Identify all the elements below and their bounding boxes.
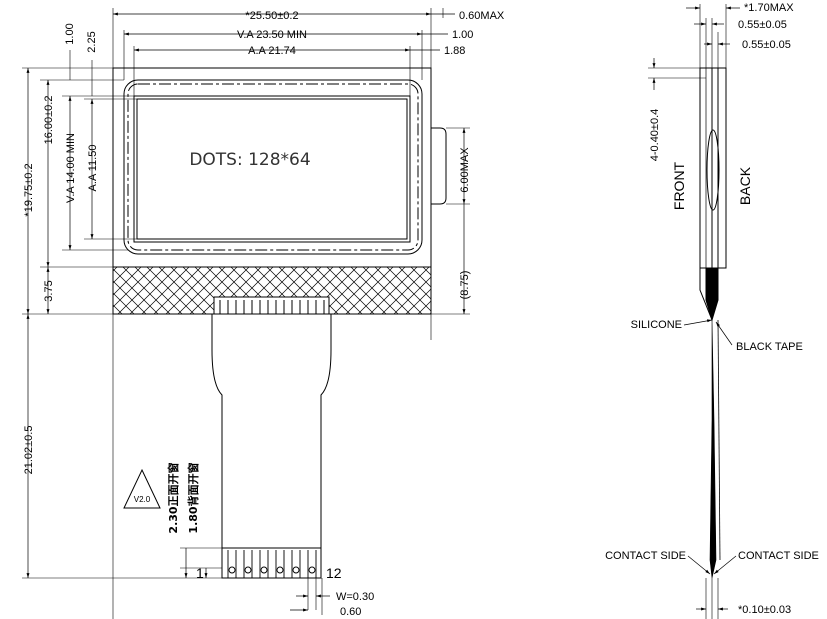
tape-height-label: 3.75 (43, 280, 55, 301)
side-offset-label: 4-0.40±0.4 (649, 109, 661, 162)
outline-width-label: *25.50±0.2 (245, 10, 298, 22)
ref-height-label: (8.75) (459, 271, 471, 300)
pin-last-label: 12 (326, 565, 342, 581)
dots-label: DOTS: 128*64 (189, 150, 310, 170)
viewing-area (127, 83, 419, 251)
contact-left-label: CONTACT SIDE (605, 550, 686, 562)
revision-label: V2.0 (134, 495, 151, 504)
black-tape-label: BLACK TAPE (736, 341, 803, 353)
front-label: FRONT (671, 161, 687, 210)
layer-a-label: 0.55±0.05 (738, 19, 787, 31)
active-area-inner (136, 98, 408, 240)
side-oval (706, 129, 720, 211)
pin-first-label: 1 (196, 565, 204, 581)
side-panel (699, 67, 727, 269)
thickness-label: *1.70MAX (744, 2, 794, 14)
top-offset-a-label: 1.00 (64, 23, 76, 44)
front-window-label: 2.30正面开窗 (166, 462, 180, 533)
outline-offset-label: 0.60MAX (459, 10, 505, 22)
fpc-connector (213, 296, 330, 315)
fpc-pad-area (221, 547, 322, 579)
side-view-labels: *1.70MAX 0.55±0.05 0.55±0.05 4-0.40±0.4 … (605, 2, 819, 616)
front-view (22, 8, 470, 619)
outline-height-label: *19.75±0.2 (23, 163, 35, 216)
top-offset-b-label: 2.25 (86, 31, 98, 52)
aa-offset-label: 1.88 (444, 45, 465, 57)
silicone-fill (705, 268, 719, 322)
glass-outline (123, 79, 423, 255)
fpc-lead (709, 319, 717, 579)
va-height-label: V.A 14.00 MIN (65, 133, 77, 203)
connector-teeth (219, 300, 325, 314)
glass-height-label: 16.00±0.2 (43, 96, 55, 145)
revision-triangle (123, 468, 161, 509)
fpc-pads (227, 550, 317, 578)
pitch-p-label: 0.60 (340, 606, 361, 618)
back-label: BACK (737, 166, 753, 205)
layer-b-label: 0.55±0.05 (742, 39, 791, 51)
fpc-thickness-label: *0.10±0.03 (738, 604, 791, 616)
side-view (648, 4, 740, 619)
active-area-outer (133, 95, 411, 243)
side-height-label: 6.00MAX (459, 147, 471, 193)
va-width-label: V.A 23.50 MIN (237, 29, 307, 41)
fpc-length-label: 21.02±0.5 (23, 426, 35, 475)
fpc-cable (211, 314, 332, 548)
side-bump (431, 127, 447, 205)
aa-width-label: A.A 21.74 (248, 45, 296, 57)
aa-height-label: A.A 11.50 (87, 145, 99, 192)
pitch-w-label: W=0.30 (336, 591, 374, 603)
silicone-label: SILICONE (631, 319, 682, 331)
va-offset-label: 1.00 (452, 29, 473, 41)
back-window-label: 1.80背面开窗 (186, 462, 200, 533)
contact-right-label: CONTACT SIDE (738, 550, 819, 562)
front-view-labels: *25.50±0.2 0.60MAX V.A 23.50 MIN 1.00 A.… (23, 10, 505, 618)
